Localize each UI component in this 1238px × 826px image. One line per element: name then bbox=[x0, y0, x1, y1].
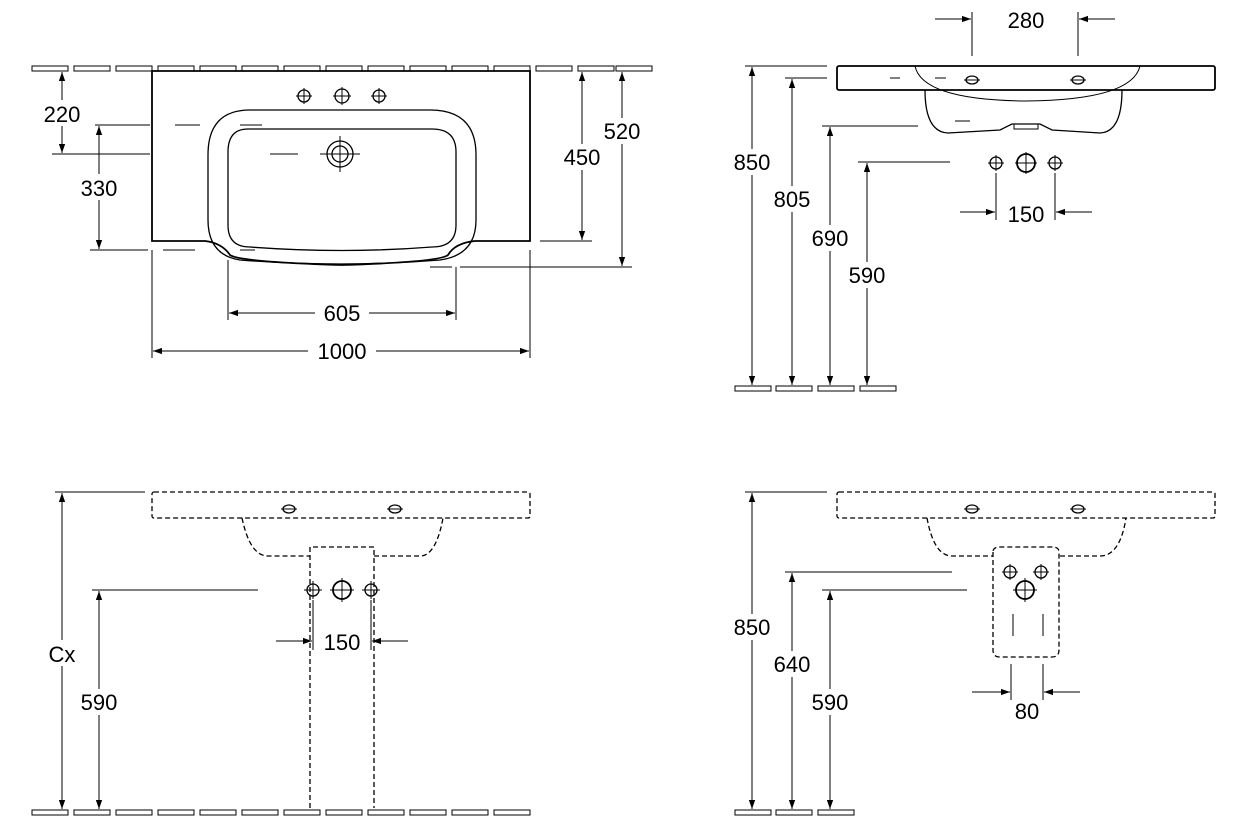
dim-590-label-semi: 590 bbox=[812, 690, 849, 715]
dim-150-label-side: 150 bbox=[1008, 202, 1045, 227]
dim-590-label-side: 590 bbox=[849, 263, 886, 288]
tap-hole-left-icon bbox=[296, 88, 312, 104]
waste-connection-icon bbox=[988, 152, 1063, 174]
dim-590-label-pedestal: 590 bbox=[81, 690, 118, 715]
dim-690-label: 690 bbox=[812, 226, 849, 251]
dim-640-label: 640 bbox=[774, 652, 811, 677]
waste-connection-icon bbox=[304, 578, 380, 602]
side-floor-line bbox=[734, 385, 897, 392]
overflow-hole-left-icon bbox=[964, 75, 980, 85]
dim-150-label-pedestal: 150 bbox=[324, 630, 361, 655]
tap-hole-center-icon bbox=[333, 87, 351, 105]
top-view: 220 330 450 520 605 1000 bbox=[31, 65, 653, 364]
overflow-hole-left-icon bbox=[281, 504, 297, 514]
dim-cx-label: Cx bbox=[49, 642, 76, 667]
dim-850-label-side: 850 bbox=[734, 150, 771, 175]
basin-slab-pedestal bbox=[151, 491, 531, 519]
overflow-hole-right-icon bbox=[1070, 75, 1086, 85]
bowl-rim-outer bbox=[207, 109, 477, 265]
dim-520-label: 520 bbox=[604, 119, 641, 144]
dim-220-label: 220 bbox=[44, 102, 81, 127]
overflow-hole-right-icon bbox=[387, 504, 403, 514]
overflow-hole-right-icon bbox=[1070, 504, 1086, 514]
overflow-hole-left-icon bbox=[964, 504, 980, 514]
semi-pedestal-view: 80 850 640 590 bbox=[728, 491, 1216, 816]
basin-slab-semi bbox=[836, 491, 1216, 519]
dim-605-label: 605 bbox=[324, 301, 361, 326]
tap-hole-right-icon bbox=[371, 88, 387, 104]
bowl-underside bbox=[924, 89, 1123, 134]
pedestal-column bbox=[309, 546, 375, 808]
basin-outline-top bbox=[151, 70, 531, 266]
dim-280-label: 280 bbox=[1008, 8, 1045, 33]
dim-450-label: 450 bbox=[564, 145, 601, 170]
semi-pedestal-body bbox=[992, 546, 1060, 658]
dim-805-label: 805 bbox=[774, 187, 811, 212]
side-view: 280 150 850 805 690 590 bbox=[728, 8, 1216, 392]
semi-floor-line bbox=[734, 809, 855, 816]
pedestal-floor-line bbox=[31, 809, 531, 816]
pedestal-view: 150 Cx 590 bbox=[31, 491, 531, 816]
dim-850-label-semi: 850 bbox=[734, 615, 771, 640]
dim-330-label: 330 bbox=[81, 176, 118, 201]
bowl-inner bbox=[227, 128, 457, 252]
dim-1000-label: 1000 bbox=[318, 339, 367, 364]
waste-connection-icon bbox=[1002, 564, 1049, 602]
drain-icon bbox=[320, 136, 360, 172]
dim-80-label: 80 bbox=[1015, 699, 1039, 724]
basin-slab-side bbox=[836, 65, 1216, 91]
